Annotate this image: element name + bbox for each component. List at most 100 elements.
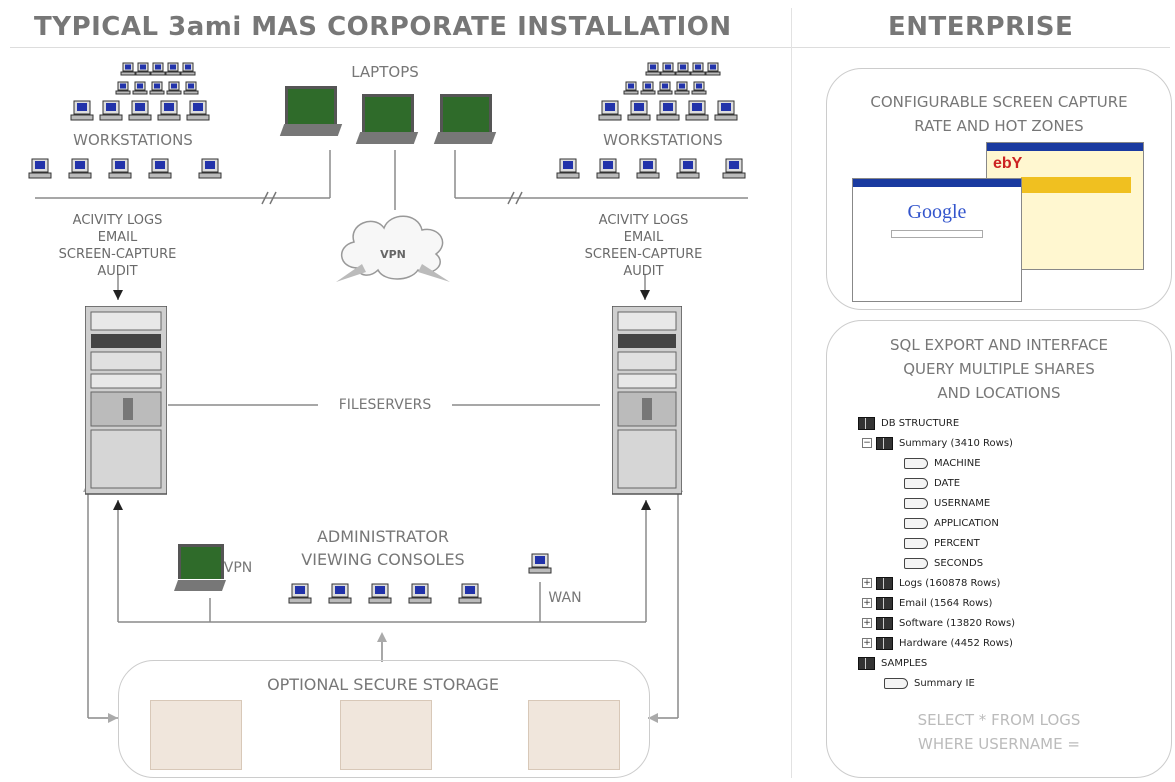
capture-title-line1: CONFIGURABLE SCREEN CAPTURE (870, 93, 1128, 111)
tree-summary[interactable]: − Summary (3410 Rows) (862, 436, 1013, 452)
tree-table[interactable]: + Hardware (4452 Rows) (862, 636, 1013, 652)
right-activity-labels: ACIVITY LOGS EMAIL SCREEN-CAPTURE AUDIT (556, 212, 731, 280)
activity-item: SCREEN-CAPTURE (58, 247, 177, 262)
db-tree: DB STRUCTURE − Summary (3410 Rows) MACHIN… (858, 414, 1138, 694)
book-icon (876, 616, 893, 630)
tree-label: Summary IE (914, 678, 975, 689)
tree-label: Logs (160878 Rows) (899, 578, 1001, 589)
tree-label: APPLICATION (934, 518, 999, 529)
tree-field[interactable]: APPLICATION (904, 516, 999, 532)
field-icon (904, 517, 928, 529)
tree-label: DB STRUCTURE (881, 418, 960, 429)
storage-label: OPTIONAL SECURE STORAGE (267, 675, 499, 694)
tree-label: MACHINE (934, 458, 981, 469)
tree-label: DATE (934, 478, 961, 489)
book-icon (876, 596, 893, 610)
admin-consoles (288, 583, 482, 604)
admin-label-line2: VIEWING CONSOLES (301, 550, 465, 569)
vpn-cloud (336, 215, 450, 282)
wan-workstation-icon (528, 553, 552, 574)
activity-item: ACIVITY LOGS (598, 213, 689, 228)
book-icon (876, 576, 893, 590)
activity-item: ACIVITY LOGS (72, 213, 163, 228)
tree-field[interactable]: MACHINE (904, 456, 981, 472)
ebay-window-bar (987, 143, 1143, 151)
expand-icon[interactable]: + (862, 618, 872, 628)
tree-root[interactable]: DB STRUCTURE (858, 416, 959, 432)
server-rack-right (612, 306, 682, 495)
tree-label: Hardware (4452 Rows) (899, 638, 1013, 649)
laptop-icon (440, 94, 492, 133)
field-icon (904, 477, 928, 489)
laptop-base (279, 124, 343, 136)
google-window-bar (853, 179, 1021, 187)
expand-icon[interactable]: + (862, 638, 872, 648)
ebay-banner (1021, 177, 1131, 193)
book-icon (876, 636, 893, 650)
storage-device-icon (340, 700, 432, 770)
activity-item: SCREEN-CAPTURE (584, 247, 703, 262)
tree-table[interactable]: + Email (1564 Rows) (862, 596, 992, 612)
fileservers-label: FILESERVERS (338, 397, 432, 413)
collapse-icon[interactable]: − (862, 438, 872, 448)
laptop-icon (362, 94, 414, 133)
main-diagram-title: TYPICAL 3ami MAS CORPORATE INSTALLATION (34, 12, 732, 42)
sql-title-line3: AND LOCATIONS (937, 384, 1061, 402)
left-activity-labels: ACIVITY LOGS EMAIL SCREEN-CAPTURE AUDIT (30, 212, 205, 280)
capture-title-line2: RATE AND HOT ZONES (914, 117, 1084, 135)
sql-title-line2: QUERY MULTIPLE SHARES (903, 360, 1095, 378)
expand-icon[interactable]: + (862, 598, 872, 608)
admin-label-line1: ADMINISTRATOR (316, 527, 450, 546)
expand-icon[interactable]: + (862, 578, 872, 588)
book-icon (876, 436, 893, 450)
tree-field[interactable]: PERCENT (904, 536, 980, 552)
laptop-base (433, 132, 497, 144)
enterprise-title: ENTERPRISE (888, 12, 1074, 42)
sql-panel (826, 320, 1172, 778)
tree-label: PERCENT (934, 538, 980, 549)
activity-item: EMAIL (97, 230, 138, 245)
sql-query-line2: WHERE USERNAME = (918, 735, 1080, 753)
server-rack-left (85, 306, 167, 495)
tree-table[interactable]: + Logs (160878 Rows) (862, 576, 1000, 592)
tree-label: Summary (3410 Rows) (899, 438, 1013, 449)
workstations-left-label: WORKSTATIONS (73, 131, 193, 149)
admin-laptop-base (173, 580, 227, 591)
storage-container (118, 660, 650, 778)
laptop-icon (285, 86, 337, 125)
tree-table[interactable]: + Software (13820 Rows) (862, 616, 1015, 632)
google-search-box (891, 230, 983, 238)
book-icon (858, 416, 875, 430)
activity-item: AUDIT (623, 264, 664, 279)
storage-device-icon (150, 700, 242, 770)
tree-field[interactable]: SECONDS (904, 556, 983, 572)
tree-label: Software (13820 Rows) (899, 618, 1016, 629)
google-logo: Google (907, 201, 967, 223)
tree-label: Email (1564 Rows) (899, 598, 993, 609)
storage-device-icon (528, 700, 620, 770)
field-icon (904, 457, 928, 469)
header-divider (10, 47, 1170, 48)
wan-label: WAN (548, 590, 582, 606)
tree-field[interactable]: DATE (904, 476, 960, 492)
tree-label: SAMPLES (881, 658, 928, 669)
field-icon (884, 677, 908, 689)
book-icon (858, 656, 875, 670)
field-icon (904, 537, 928, 549)
tree-field[interactable]: USERNAME (904, 496, 990, 512)
google-screenshot: Google (852, 178, 1022, 302)
activity-item: EMAIL (623, 230, 664, 245)
tree-label: USERNAME (934, 498, 991, 509)
admin-vpn-label: VPN (223, 560, 253, 576)
laptop-base (355, 132, 419, 144)
sql-query-line1: SELECT * FROM LOGS (917, 711, 1081, 729)
admin-laptop-icon (178, 544, 224, 579)
workstations-right-label: WORKSTATIONS (603, 131, 723, 149)
tree-sample-item[interactable]: Summary IE (884, 676, 975, 692)
ebay-logo: ebY (993, 155, 1023, 172)
field-icon (904, 557, 928, 569)
network-lines (35, 150, 748, 723)
tree-samples[interactable]: SAMPLES (858, 656, 927, 672)
field-icon (904, 497, 928, 509)
column-divider (791, 8, 792, 778)
